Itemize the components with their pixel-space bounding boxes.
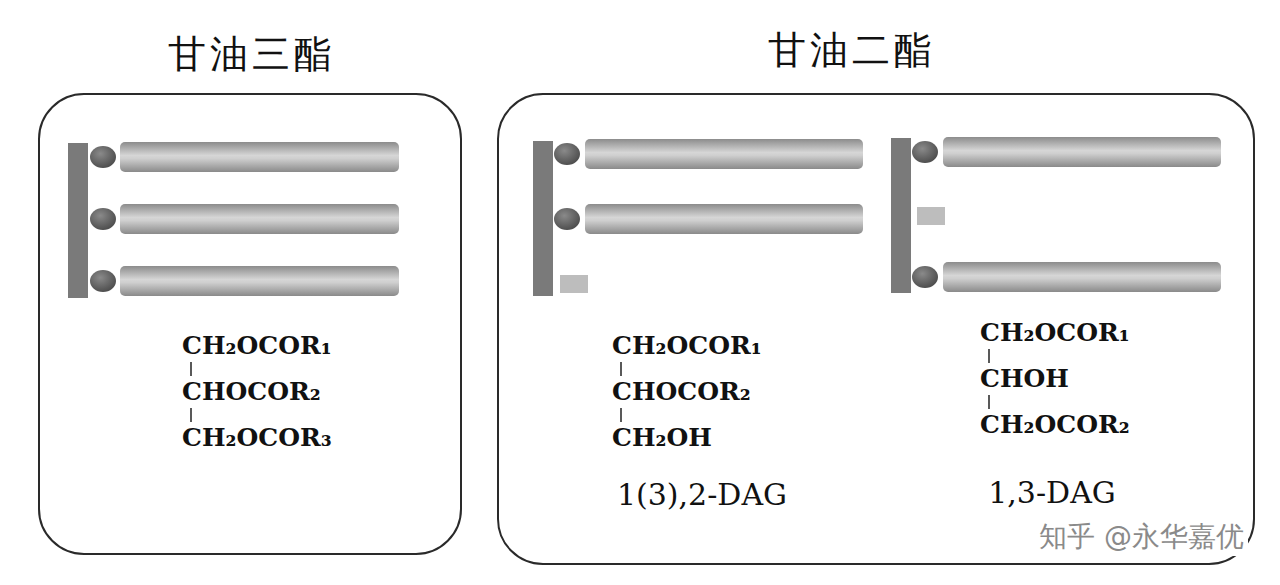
isomer-name: 1,3-DAG <box>982 475 1122 510</box>
hydroxyl-group <box>560 275 588 293</box>
panel-heading: 甘油三酯 <box>168 29 336 80</box>
fatty-acid-chain <box>585 204 863 234</box>
bond-line <box>190 408 192 422</box>
panel-heading: 甘油二酯 <box>768 25 936 76</box>
bond-line <box>190 362 192 376</box>
fatty-acid-chain <box>943 262 1221 292</box>
watermark: 知乎 @永华嘉优 <box>1035 518 1248 556</box>
fatty-acid-chain <box>120 204 399 234</box>
ester-bond <box>90 270 116 292</box>
hydroxyl-group <box>917 207 945 225</box>
ester-bond <box>90 208 116 230</box>
ester-bond <box>554 208 580 230</box>
isomer-name: 1(3),2-DAG <box>611 477 793 512</box>
ester-bond <box>912 266 938 288</box>
glycerol-backbone <box>533 141 553 296</box>
structural-formula: CH₂OCOR₁ CHOCOR₂ CH₂OH <box>612 323 762 461</box>
dag-12-figure <box>533 139 863 296</box>
bond-lines <box>40 95 464 557</box>
rounded-panel: 甘油二酯CH₂OCOR₁ CHOCOR₂ CH₂OH1(3),2-DAGCH₂O… <box>497 93 1255 565</box>
rounded-panel: 甘油三酯CH₂OCOR₁ CHOCOR₂ CH₂OCOR₃ <box>38 93 462 555</box>
dag-13-figure <box>891 137 1221 293</box>
bond-line <box>620 408 622 422</box>
glycerol-backbone <box>68 143 88 298</box>
bond-line <box>620 362 622 376</box>
fatty-acid-chain <box>120 266 399 296</box>
fatty-acid-chain <box>943 137 1221 167</box>
ester-bond <box>554 143 580 165</box>
bond-line <box>988 395 990 409</box>
bond-line <box>988 349 990 363</box>
ester-bond <box>912 141 938 163</box>
triglyceride-figure <box>68 142 399 298</box>
glycerol-backbone <box>891 138 911 293</box>
structural-formula: CH₂OCOR₁ CHOH CH₂OCOR₂ <box>980 310 1130 448</box>
fatty-acid-chain <box>585 139 863 169</box>
structural-formula: CH₂OCOR₁ CHOCOR₂ CH₂OCOR₃ <box>182 323 332 461</box>
ester-bond <box>90 146 116 168</box>
fatty-acid-chain <box>120 142 399 172</box>
